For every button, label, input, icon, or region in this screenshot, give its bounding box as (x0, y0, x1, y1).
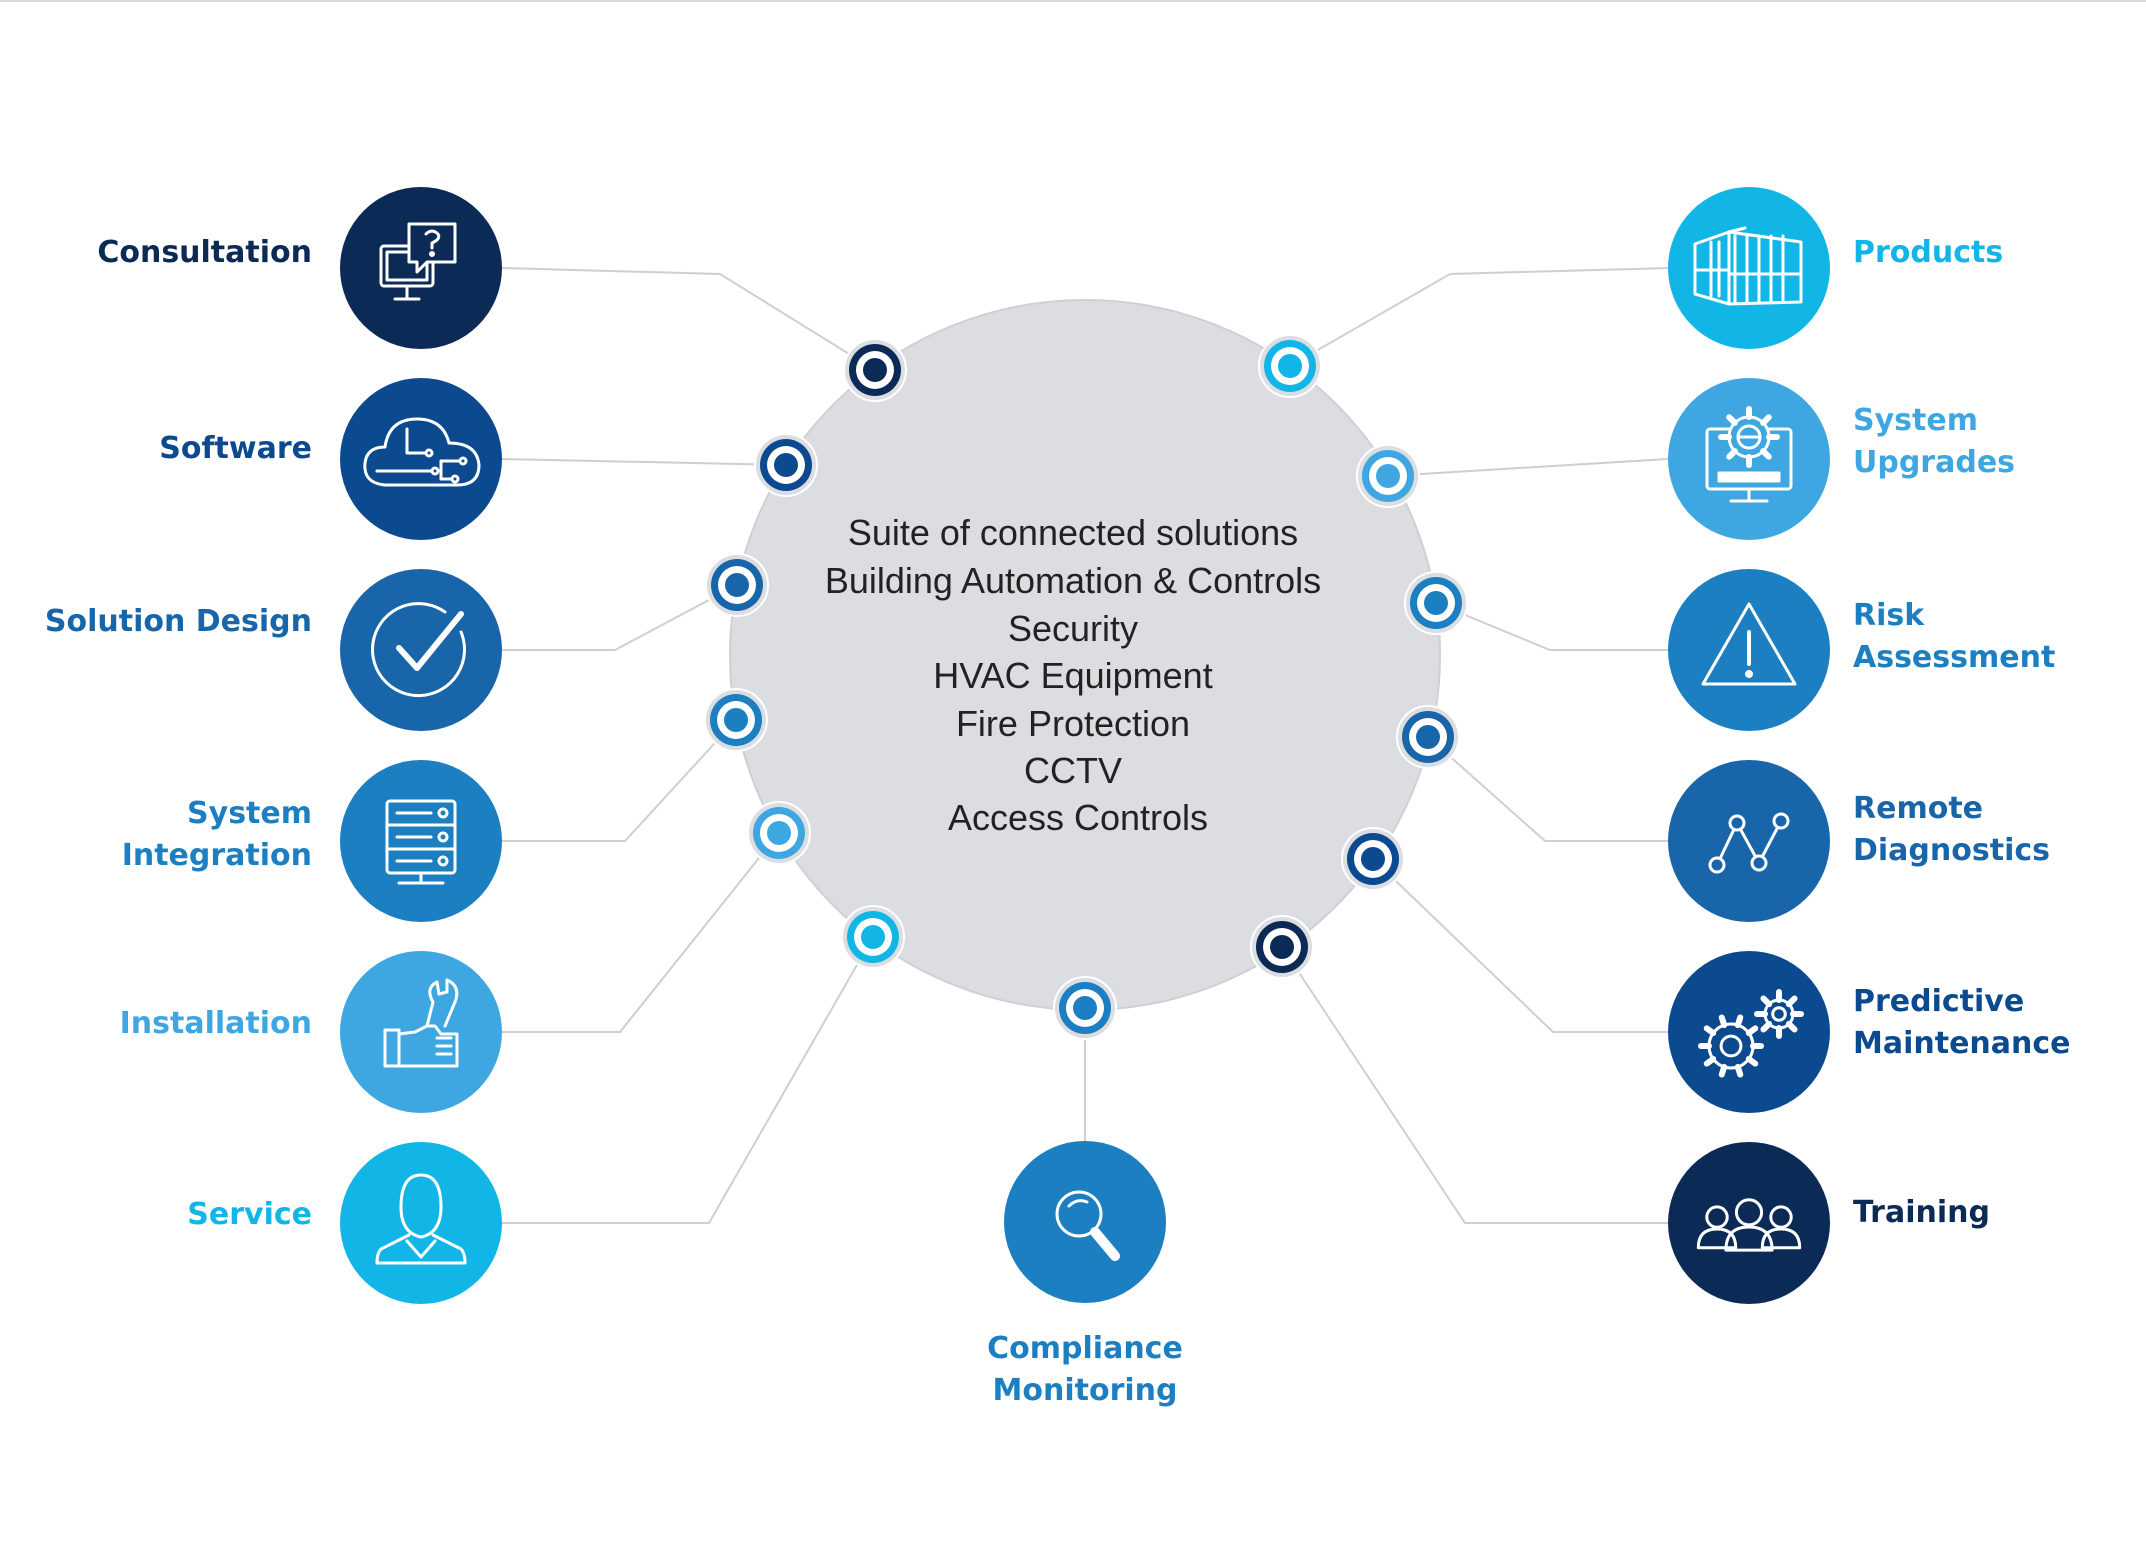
label-products: Products (1853, 235, 2003, 270)
connector-solution-design (502, 584, 738, 651)
service-nodes (340, 187, 1830, 1304)
connector-lines (501, 267, 1669, 1224)
cloud-circuit-icon (363, 417, 481, 487)
line-graph-icon (1708, 812, 1790, 874)
warning-triangle-icon (1701, 602, 1797, 686)
node-compliance-monitoring (1004, 1141, 1166, 1303)
ring-marker-system-upgrades (1356, 444, 1420, 508)
center-line-hvac: HVAC Equipment (933, 655, 1212, 696)
magnifier-icon (1055, 1190, 1120, 1261)
node-predictive-maintenance (1668, 951, 1830, 1113)
connector-predictive-maintenance (1372, 858, 1668, 1033)
node-solution-design (340, 569, 502, 731)
connector-consultation (501, 267, 876, 371)
label-service-line-1: Service (187, 1197, 312, 1232)
ring-marker-remote-diagnostics (1396, 705, 1460, 769)
ring-marker-installation (747, 801, 811, 865)
center-line-security: Security (1008, 608, 1138, 649)
connector-risk-assessment (1435, 602, 1668, 651)
label-predictive-maintenance-line-2: Maintenance (1853, 1026, 2071, 1061)
label-software-line-1: Software (159, 431, 312, 466)
top-rule (0, 0, 2146, 2)
label-training-line-1: Training (1853, 1195, 1990, 1230)
center-line-fire-protection: Fire Protection (956, 703, 1190, 744)
node-risk-assessment (1668, 569, 1830, 731)
label-consultation: Consultation (97, 235, 312, 270)
center-line-access-controls: Access Controls (948, 797, 1208, 838)
connector-system-upgrades (1387, 458, 1669, 477)
connector-remote-diagnostics (1427, 736, 1668, 842)
label-system-integration-line-2: Integration (122, 838, 312, 873)
ring-marker-products (1258, 334, 1322, 398)
connector-installation (502, 832, 780, 1033)
checkmark-circle-icon (371, 602, 466, 698)
label-system-integration-line-1: System (187, 796, 312, 831)
people-group-icon (1696, 1198, 1802, 1252)
ring-marker-risk-assessment (1404, 571, 1468, 635)
label-risk-assessment-line-1: Risk (1853, 598, 1925, 633)
connector-products (1289, 267, 1669, 367)
ring-markers (704, 334, 1468, 1040)
node-products (1668, 187, 1830, 349)
label-system-upgrades-line-2: Upgrades (1853, 445, 2015, 480)
connector-training (1281, 946, 1668, 1224)
connector-service (502, 936, 874, 1224)
ring-marker-consultation (843, 338, 907, 402)
node-consultation (340, 187, 502, 349)
ring-marker-compliance-monitoring (1053, 976, 1117, 1040)
label-risk-assessment-line-2: Assessment (1853, 640, 2055, 675)
ring-marker-system-integration (704, 688, 768, 752)
label-training: Training (1853, 1195, 1990, 1230)
building-icon (1693, 226, 1803, 306)
label-products-line-1: Products (1853, 235, 2003, 270)
person-icon (375, 1173, 467, 1265)
ring-marker-service (841, 905, 905, 969)
gears-icon (1698, 989, 1804, 1078)
label-installation-line-1: Installation (120, 1006, 312, 1041)
label-installation: Installation (120, 1006, 312, 1041)
node-installation (340, 951, 502, 1113)
connector-software (501, 458, 787, 466)
ring-marker-solution-design (705, 553, 769, 617)
center-line-title: Suite of connected solutions (848, 512, 1298, 553)
label-remote-diagnostics-line-2: Diagnostics (1853, 833, 2050, 868)
label-predictive-maintenance-line-1: Predictive (1853, 984, 2024, 1019)
label-solution-design: Solution Design (45, 604, 312, 639)
center-line-cctv: CCTV (1024, 750, 1122, 791)
label-system-upgrades-line-1: System (1853, 403, 1978, 438)
connector-system-integration (502, 719, 737, 842)
node-system-upgrades (1668, 378, 1830, 540)
node-software (340, 378, 502, 540)
label-remote-diagnostics-line-1: Remote (1853, 791, 1983, 826)
ring-marker-software (754, 433, 818, 497)
wrench-hand-icon (383, 978, 459, 1068)
ring-marker-training (1250, 915, 1314, 979)
node-system-integration (340, 760, 502, 922)
label-compliance-monitoring-line-2: Monitoring (993, 1373, 1178, 1408)
label-solution-design-line-1: Solution Design (45, 604, 312, 639)
center-text: Suite of connected solutions Building Au… (825, 512, 1331, 838)
label-compliance-monitoring-line-1: Compliance (987, 1331, 1183, 1366)
server-rack-icon (385, 799, 457, 885)
label-consultation-line-1: Consultation (97, 235, 312, 270)
label-service: Service (187, 1197, 312, 1232)
label-software: Software (159, 431, 312, 466)
node-training (1668, 1142, 1830, 1304)
gear-monitor-icon (1705, 406, 1793, 503)
center-line-building-automation: Building Automation & Controls (825, 560, 1321, 601)
ring-marker-predictive-maintenance (1341, 827, 1405, 891)
node-remote-diagnostics (1668, 760, 1830, 922)
node-service (340, 1142, 502, 1304)
question-monitor-icon (379, 222, 457, 301)
